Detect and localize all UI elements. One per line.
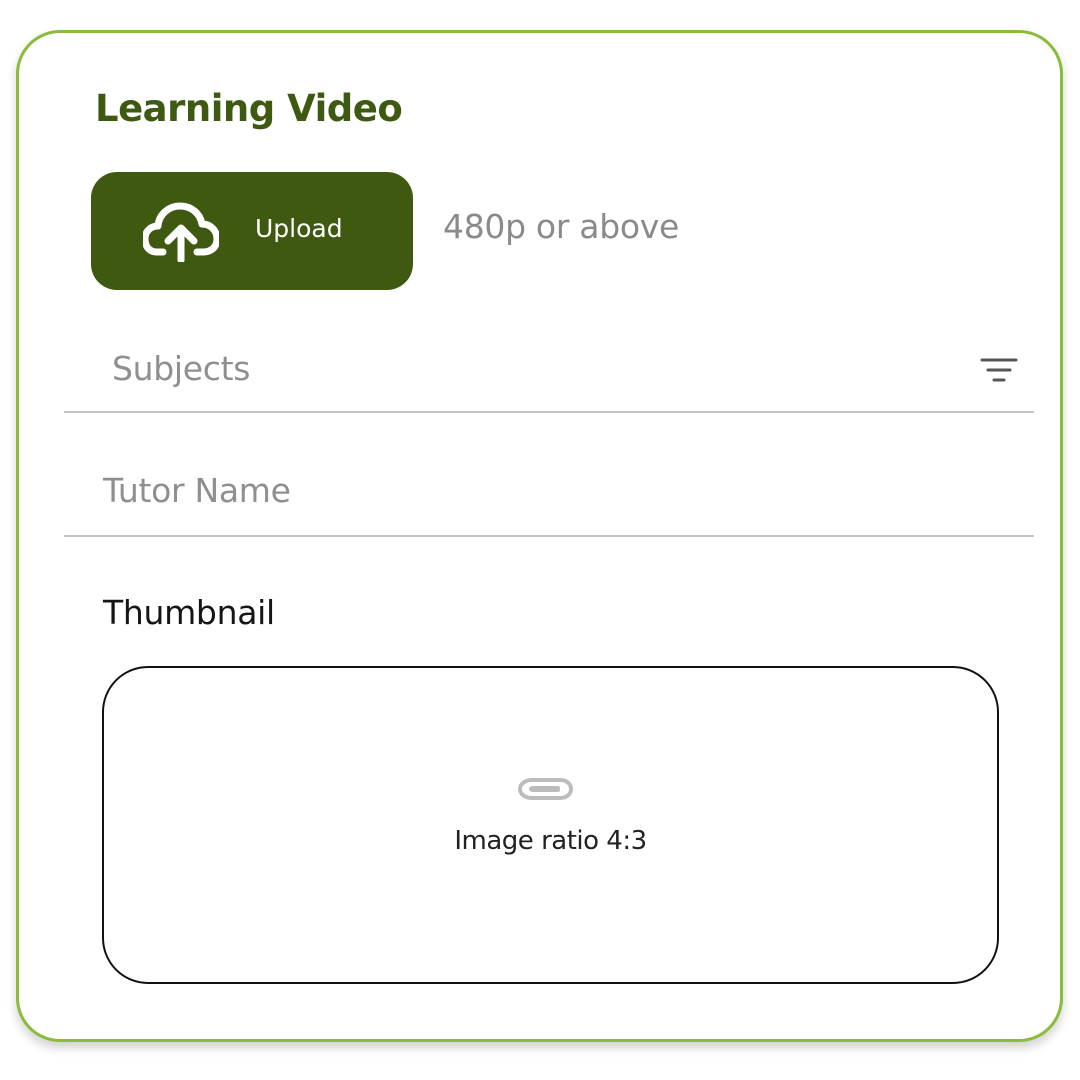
- tutor-name-input[interactable]: Tutor Name: [64, 453, 1034, 537]
- cloud-upload-icon: [143, 202, 219, 262]
- subjects-select[interactable]: Subjects: [64, 333, 1034, 413]
- paperclip-icon: [518, 778, 573, 800]
- thumbnail-label: Thumbnail: [103, 593, 275, 632]
- learning-video-card: Learning Video Upload 480p or above Subj…: [16, 30, 1063, 1042]
- card-title: Learning Video: [95, 87, 403, 130]
- thumbnail-dropzone[interactable]: Image ratio 4:3: [102, 666, 999, 984]
- tutor-name-placeholder: Tutor Name: [103, 471, 291, 510]
- thumbnail-ratio-caption: Image ratio 4:3: [454, 826, 647, 856]
- subjects-placeholder: Subjects: [112, 349, 251, 388]
- filter-icon[interactable]: [980, 355, 1018, 385]
- upload-resolution-hint: 480p or above: [443, 207, 679, 246]
- upload-button-label: Upload: [255, 214, 343, 243]
- upload-button[interactable]: Upload: [91, 172, 413, 290]
